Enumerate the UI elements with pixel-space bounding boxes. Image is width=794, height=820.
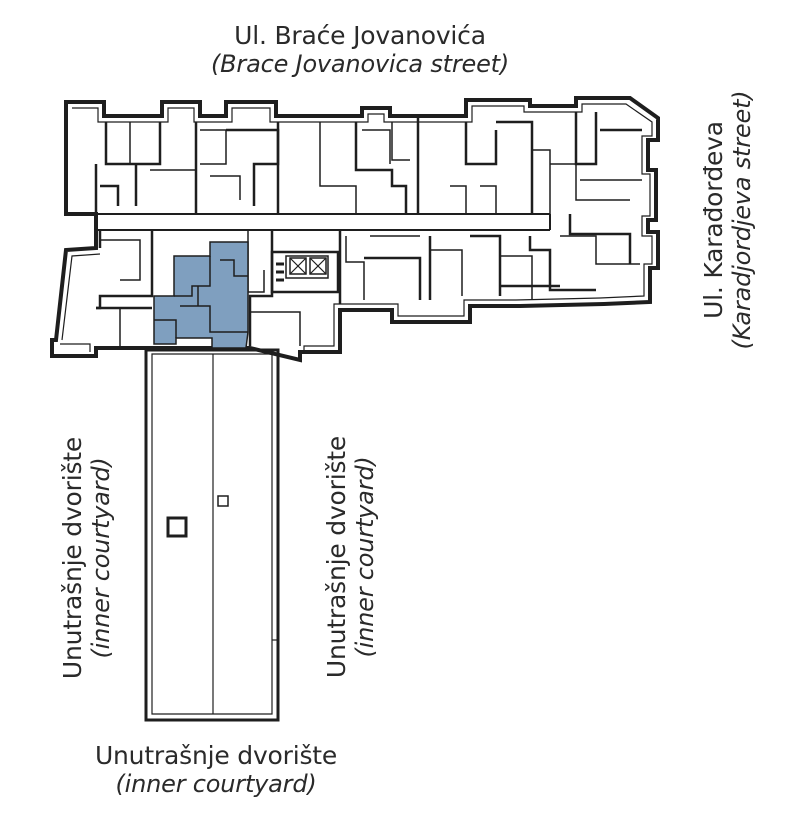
label-east-street: Ul. Karađorđeva (Karadjordjeva street) [699, 10, 760, 430]
upper-row-partitions [94, 112, 642, 264]
label-east-courtyard-name: Unutrašnje dvorište [322, 435, 351, 679]
label-west-courtyard-translation: (inner courtyard) [86, 457, 115, 659]
label-south-courtyard-translation: (inner courtyard) [115, 769, 317, 798]
courtyard-wing [144, 348, 280, 722]
elevator-core [270, 250, 340, 294]
label-east-street-name: Ul. Karađorđeva [699, 121, 728, 319]
label-north-street-name: Ul. Braće Jovanovića [234, 21, 486, 50]
label-east-street-translation: (Karadjordjeva street) [727, 90, 756, 350]
building-outline [50, 96, 660, 363]
shaft-large [166, 516, 188, 538]
label-east-courtyard-translation: (inner courtyard) [350, 456, 379, 658]
label-east-courtyard: Unutrašnje dvorište (inner courtyard) [322, 407, 383, 707]
highlighted-unit [153, 241, 249, 349]
label-west-courtyard-name: Unutrašnje dvorište [58, 436, 87, 680]
lower-row-partitions [96, 230, 640, 346]
label-west-courtyard: Unutrašnje dvorište (inner courtyard) [58, 408, 119, 708]
highlighted-apartment [153, 241, 249, 349]
label-south-courtyard-name: Unutrašnje dvorište [94, 741, 338, 770]
label-north-street-translation: (Brace Jovanovica street) [210, 49, 510, 78]
label-north-street: Ul. Braće Jovanovića (Brace Jovanovica s… [150, 21, 570, 78]
label-south-courtyard: Unutrašnje dvorište (inner courtyard) [66, 741, 366, 798]
corridor [96, 213, 551, 231]
shaft-small [217, 495, 229, 507]
